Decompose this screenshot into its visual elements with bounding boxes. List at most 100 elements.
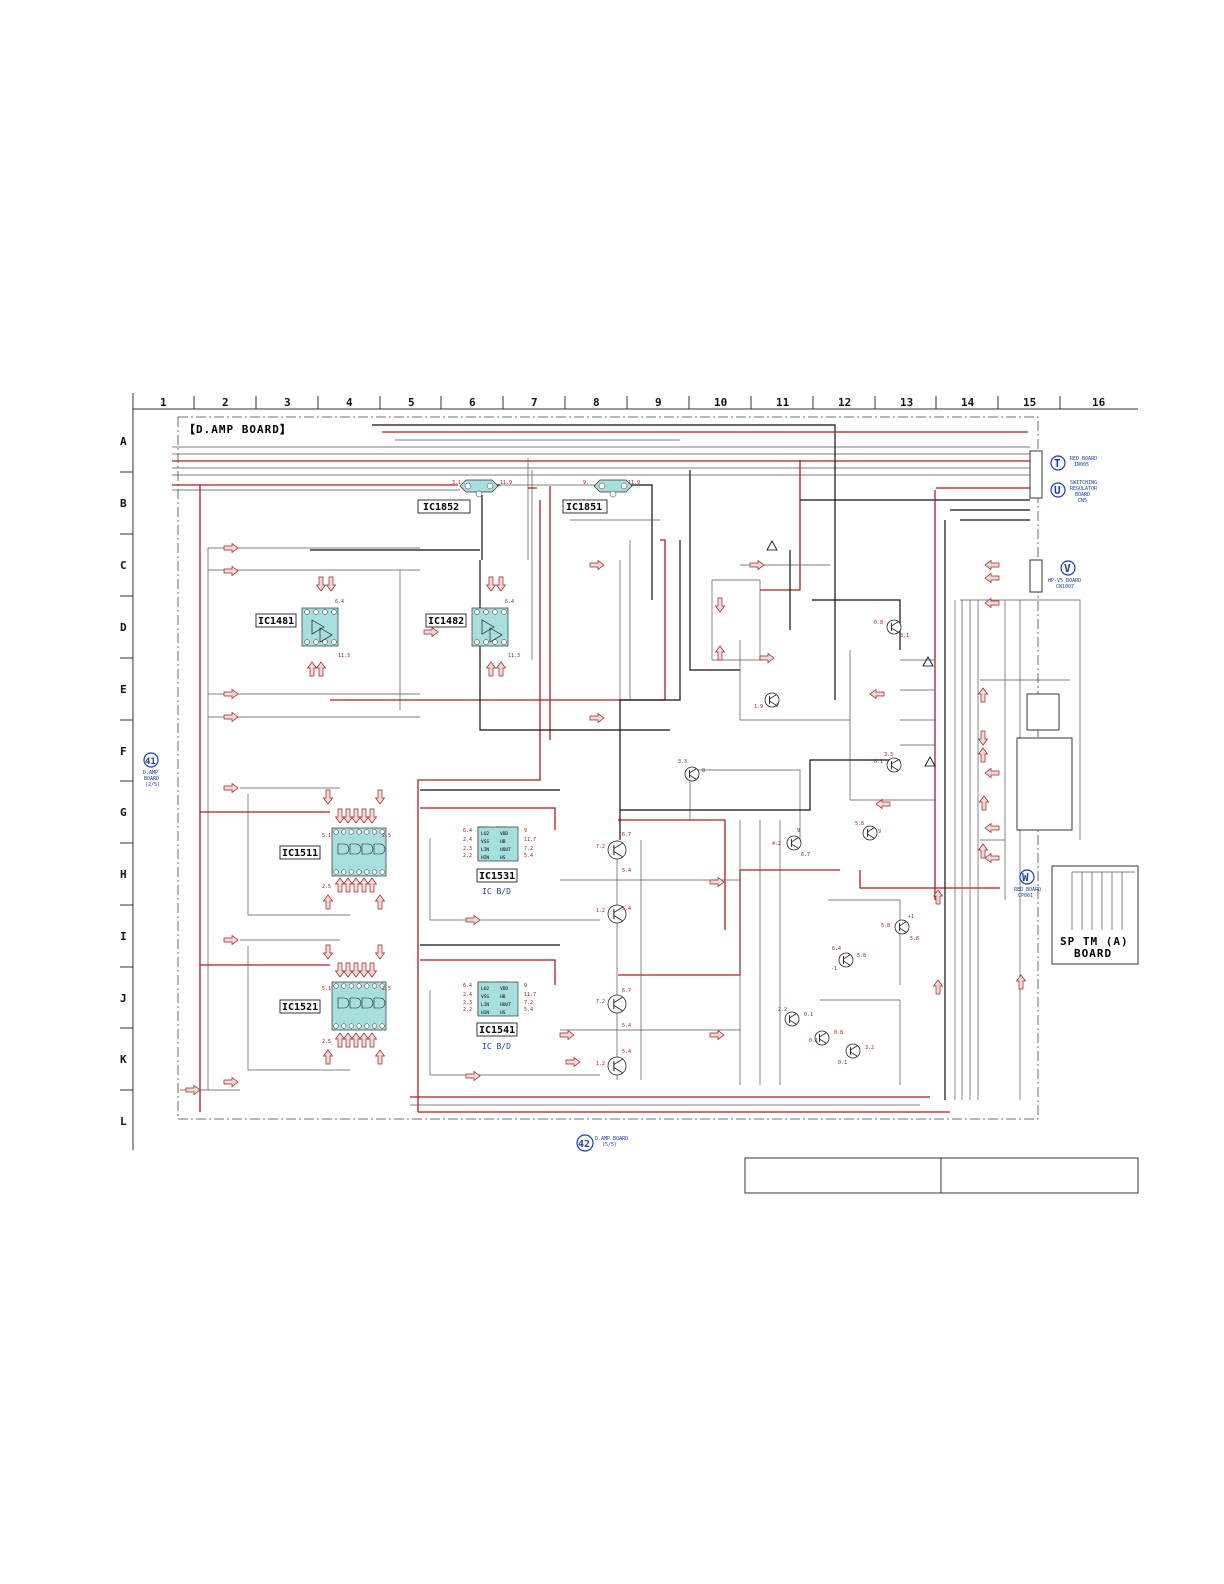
grid-row-label: F (120, 745, 127, 758)
sp-board-label-2: BOARD (1074, 947, 1112, 960)
svg-text:1.2: 1.2 (596, 1061, 605, 1067)
svg-text:9.: 9. (583, 480, 589, 486)
top-wiring (172, 424, 1030, 1112)
svg-text:HB: HB (500, 994, 506, 1000)
signal-arrow-up (322, 894, 334, 910)
signal-arrow-left (984, 767, 1000, 779)
signal-arrow-up (350, 877, 362, 893)
signal-arrow-up (932, 979, 944, 995)
bottom-legend-box (744, 1157, 1139, 1194)
svg-text:7.2: 7.2 (596, 844, 605, 850)
grid-column-label: 1 (160, 396, 167, 409)
svg-text:LO2: LO2 (481, 986, 489, 992)
transistor (607, 904, 627, 924)
svg-text:2.5: 2.5 (382, 986, 391, 992)
svg-text:4.2: 4.2 (772, 841, 781, 847)
signal-arrows (185, 542, 1027, 1096)
svg-text:7.2: 7.2 (596, 999, 605, 1005)
svg-text:HS: HS (500, 855, 506, 861)
svg-text:5.1: 5.1 (322, 986, 331, 992)
svg-text:D.AMP: D.AMP (143, 770, 158, 776)
svg-text:6.7: 6.7 (622, 988, 631, 994)
ic1511-body (331, 827, 387, 877)
board-outline: 【D.AMP BOARD】 (177, 416, 1039, 1120)
signal-arrow-up (358, 1032, 370, 1048)
signal-arrow-up (977, 747, 989, 763)
signal-arrow-down (342, 808, 354, 824)
svg-text:HP-V5 BOARD: HP-V5 BOARD (1048, 578, 1081, 584)
svg-text:0.1: 0.1 (838, 1060, 847, 1066)
ic1852-body (459, 479, 499, 498)
signal-arrow-right (465, 1070, 481, 1082)
svg-text:RED BOARD: RED BOARD (1070, 456, 1097, 462)
signal-arrow-down (485, 576, 497, 592)
ic1541-sublabel: IC B/D (482, 1042, 511, 1051)
ic1481-body (301, 607, 339, 647)
svg-text:5.1: 5.1 (322, 833, 331, 839)
svg-text:VDD: VDD (500, 986, 508, 992)
grid-column-label: 13 (900, 396, 913, 409)
svg-text:0.1: 0.1 (874, 759, 883, 765)
grid-row-label: D (120, 621, 127, 634)
signal-arrow-down (366, 808, 378, 824)
signal-arrow-left (984, 559, 1000, 571)
warning-icon (924, 756, 936, 767)
grid-column-label: 9 (655, 396, 662, 409)
svg-text:+1: +1 (908, 914, 914, 920)
svg-text:9: 9 (797, 828, 800, 834)
svg-text:REGULATOR: REGULATOR (1070, 486, 1098, 492)
signal-arrow-up (342, 877, 354, 893)
svg-text:11.9: 11.9 (500, 480, 512, 486)
grid-row-label: I (120, 930, 127, 943)
svg-text:W: W (1022, 871, 1029, 884)
svg-text:11.3: 11.3 (338, 653, 350, 659)
signal-arrow-up (306, 661, 318, 677)
connector-41: 41 D.AMP BOARD (2/5) (143, 752, 160, 788)
svg-text:-1: -1 (831, 966, 837, 972)
svg-text:3.3: 3.3 (678, 759, 687, 765)
ic1482-label: IC1482 (428, 616, 464, 627)
transistor (607, 1056, 627, 1076)
signal-arrow-down (334, 808, 346, 824)
signal-arrow-down (977, 730, 989, 746)
svg-text:5.8: 5.8 (910, 936, 919, 942)
svg-text:(2/5): (2/5) (145, 782, 160, 788)
signal-arrow-down (342, 962, 354, 978)
transistor (784, 1011, 800, 1027)
svg-text:VSS: VSS (481, 839, 489, 845)
ic-layer: LO2VSSLINHINVDDHBHOUTHSLO2VSSLINHINVDDHB… (301, 479, 633, 1031)
svg-text:CP001: CP001 (1018, 893, 1033, 899)
svg-text:6.4: 6.4 (505, 599, 514, 605)
svg-text:LO2: LO2 (481, 831, 489, 837)
grid-column-label: 3 (284, 396, 291, 409)
signal-arrow-right (465, 914, 481, 926)
grid-column-label: 7 (531, 396, 538, 409)
sp-section: SP TM (A) BOARD (1051, 865, 1139, 965)
connector-W: W RED BOARD CP001 (1014, 869, 1041, 899)
svg-text:6.7: 6.7 (801, 852, 810, 858)
signal-arrow-right (223, 688, 239, 700)
signal-arrow-up (366, 1032, 378, 1048)
signal-arrow-right (709, 876, 725, 888)
signal-arrow-right (749, 559, 765, 571)
connector-T: T RED BOARD IN005 (1050, 455, 1097, 471)
svg-text:5.8: 5.8 (855, 821, 864, 827)
svg-text:1.2: 1.2 (596, 908, 605, 914)
svg-text:9: 9 (878, 829, 881, 835)
svg-text:0.8: 0.8 (834, 1030, 843, 1036)
signal-arrow-down (322, 789, 334, 805)
grid-row-label: H (120, 868, 127, 881)
signal-arrow-right (185, 1084, 201, 1096)
svg-text:U: U (1054, 484, 1061, 497)
svg-text:5.4: 5.4 (622, 868, 631, 874)
board-title: 【D.AMP BOARD】 (184, 423, 292, 436)
signal-arrow-down (325, 576, 337, 592)
svg-text:5.4: 5.4 (622, 1023, 631, 1029)
transistor (845, 1043, 861, 1059)
warning-icon (766, 540, 778, 551)
transistor (607, 840, 627, 860)
signal-arrow-down (350, 962, 362, 978)
svg-text:HS: HS (500, 1010, 506, 1016)
